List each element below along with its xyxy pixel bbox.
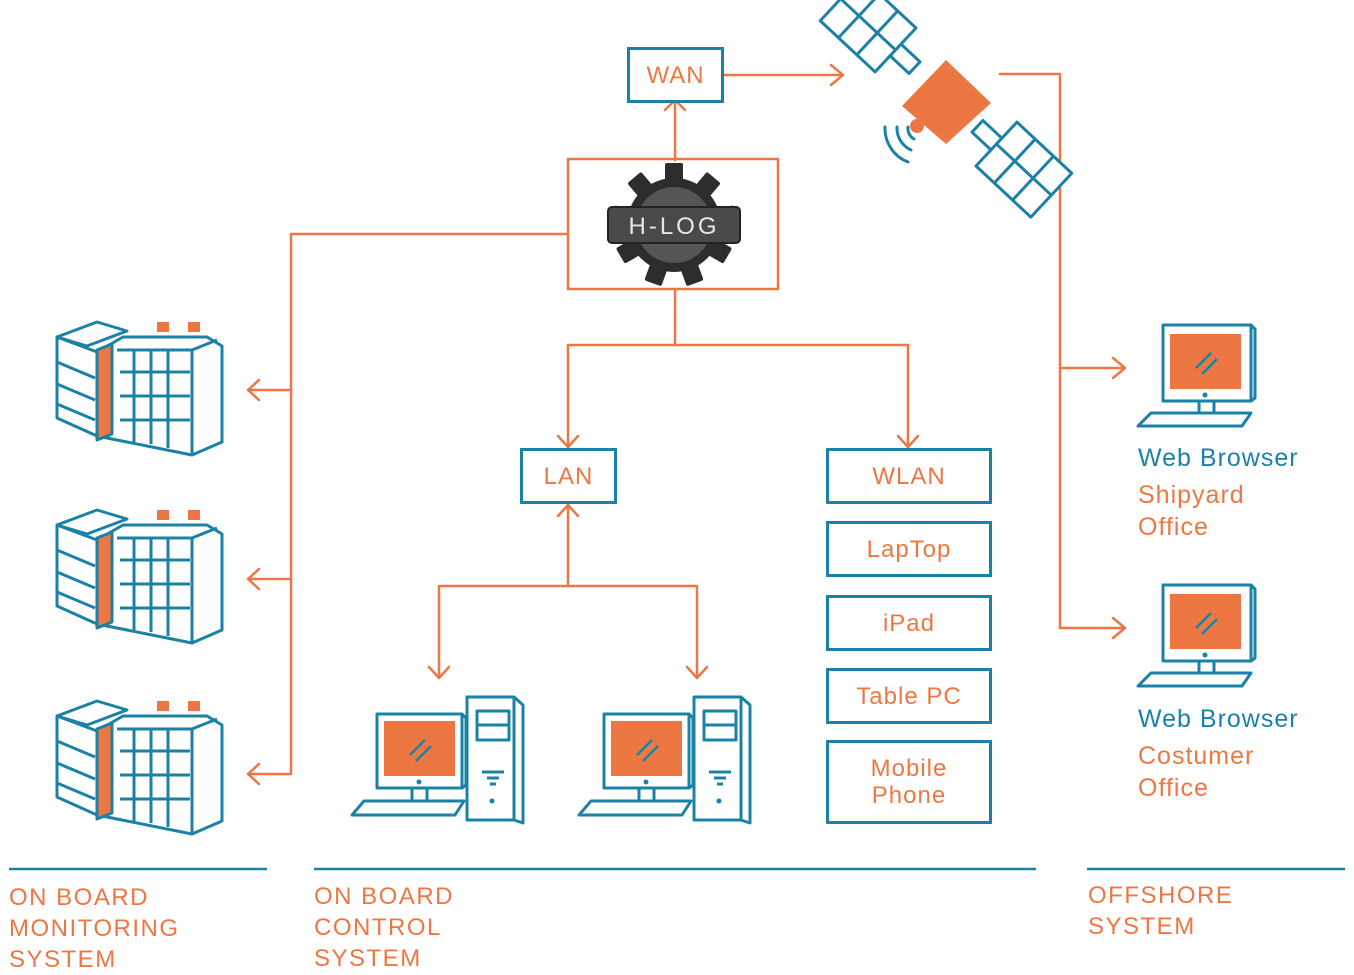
laptop-node: LapTop bbox=[826, 521, 992, 577]
ipad-node: iPad bbox=[826, 595, 992, 651]
mobile-phone-label-line1: Mobile bbox=[870, 755, 948, 782]
section-title-line3: SYSTEM bbox=[9, 946, 117, 973]
connectors bbox=[246, 63, 1127, 786]
monitor-icon bbox=[1136, 583, 1257, 688]
monitor-icon bbox=[1136, 323, 1257, 428]
section-offshore: OFFSHORE SYSTEM bbox=[1088, 880, 1233, 942]
web-browser-label: Web Browser bbox=[1138, 444, 1299, 472]
web-browser-label: Web Browser bbox=[1138, 705, 1299, 733]
section-title-line1: OFFSHORE bbox=[1088, 882, 1234, 909]
plc-module-icon bbox=[55, 508, 224, 645]
section-title-line1: ON BOARD bbox=[314, 883, 455, 910]
section-control: ON BOARD CONTROL SYSTEM bbox=[314, 881, 454, 974]
gear-logo-icon: H-LOG bbox=[607, 163, 741, 286]
offshore-client-customer: Web Browser Costumer Office bbox=[1138, 703, 1299, 804]
plc-module-icon bbox=[55, 320, 224, 457]
satellite-icon bbox=[818, 0, 1074, 219]
section-title-line1: ON BOARD bbox=[9, 884, 150, 911]
desktop-computer-icon bbox=[350, 695, 525, 825]
office-label-line2: Office bbox=[1138, 774, 1209, 802]
section-title-line2: CONTROL bbox=[314, 914, 442, 941]
plc-module-icon bbox=[55, 699, 224, 836]
section-monitoring: ON BOARD MONITORING SYSTEM bbox=[9, 882, 180, 975]
office-label-line1: Shipyard bbox=[1138, 481, 1245, 509]
wan-node: WAN bbox=[627, 47, 724, 103]
desktop-computer-icon bbox=[577, 695, 752, 825]
section-title-line2: SYSTEM bbox=[1088, 913, 1196, 940]
section-title-line2: MONITORING bbox=[9, 915, 180, 942]
mobile-phone-node: Mobile Phone bbox=[826, 740, 992, 824]
wlan-node: WLAN bbox=[826, 448, 992, 504]
hlog-box bbox=[566, 157, 780, 291]
office-label-line1: Costumer bbox=[1138, 742, 1255, 770]
offshore-client-shipyard: Web Browser Shipyard Office bbox=[1138, 442, 1299, 543]
mobile-phone-label-line2: Phone bbox=[871, 782, 947, 809]
lan-node: LAN bbox=[520, 448, 617, 504]
section-title-line3: SYSTEM bbox=[314, 945, 422, 972]
table-pc-node: Table PC bbox=[826, 668, 992, 724]
office-label-line2: Office bbox=[1138, 513, 1209, 541]
hlog-logo-text: H-LOG bbox=[628, 213, 719, 240]
